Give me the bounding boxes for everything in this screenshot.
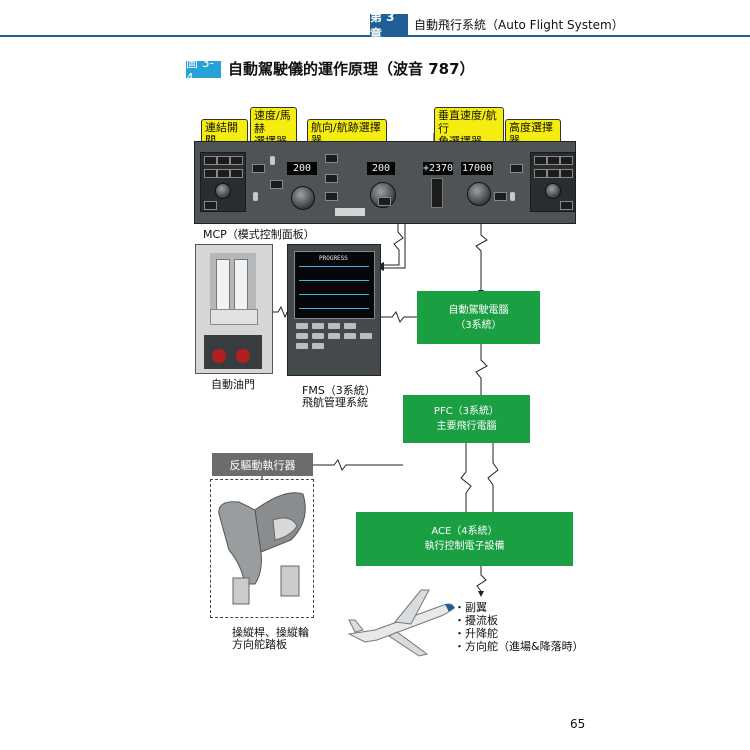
yoke-drawing xyxy=(218,492,306,605)
surface-item: ・方向舵（進場&降落時） xyxy=(454,640,584,653)
autopilot-computer-box: 自動駕駛電腦 （3系統） xyxy=(417,291,540,344)
figure-title: 自動駕駛儀的運作原理（波音 787） xyxy=(228,60,475,78)
fms-caption-2: 飛航管理系統 xyxy=(302,396,368,409)
surface-item: ・擾流板 xyxy=(454,614,498,627)
vs-display: +2370 xyxy=(422,162,454,175)
yoke-caption-1: 操縱桿、操縱輪 xyxy=(232,626,309,639)
mcp-panel: 200 200 +2370 17000 xyxy=(194,141,576,224)
backdrive-actuator-box: 反驅動執行器 xyxy=(212,453,313,476)
alt-hold-button xyxy=(494,192,507,201)
fms-caption-1: FMS（3系統） xyxy=(302,384,376,397)
ace-subtitle: 執行控制電子設備 xyxy=(424,541,505,552)
speed-knob xyxy=(291,186,315,210)
pfc-box: PFC（3系統） 主要飛行電腦 xyxy=(403,395,530,443)
ias-display: 200 xyxy=(287,162,317,175)
efis-right xyxy=(530,152,576,212)
clb-con-button xyxy=(270,180,283,189)
heading-display: 200 xyxy=(367,162,395,175)
flch-button xyxy=(325,192,338,201)
hdg-hold-button xyxy=(378,197,391,206)
at-arm-switch xyxy=(270,156,275,165)
ap-button-left xyxy=(252,164,265,173)
fms-screen: PROGRESS xyxy=(294,251,375,319)
altitude-knob xyxy=(467,182,491,206)
airplane-image xyxy=(347,589,455,657)
pfc-title: PFC（3系統） xyxy=(433,406,500,417)
ace-title: ACE（4系統） xyxy=(431,526,498,537)
yoke-caption-2: 方向舵踏板 xyxy=(232,638,287,651)
ap-button-right xyxy=(510,164,523,173)
lnav-button xyxy=(325,154,338,163)
ace-box: ACE（4系統） 執行控制電子設備 xyxy=(356,512,573,566)
altitude-display: 17000 xyxy=(461,162,493,175)
ap-disengage-bar xyxy=(335,208,365,216)
header-rule xyxy=(0,35,750,37)
vs-wheel xyxy=(431,178,443,208)
mcp-caption: MCP（模式控制面板） xyxy=(203,228,315,241)
control-surface-list: ・副翼 ・擾流板 ・升降舵 ・方向舵（進場&降落時） xyxy=(454,601,584,653)
yoke-pedals-image xyxy=(210,479,314,618)
pfc-subtitle: 主要飛行電腦 xyxy=(436,421,497,432)
fms-cdu-image: PROGRESS xyxy=(287,244,381,376)
surface-item: ・副翼 xyxy=(454,601,487,614)
fd-switch-left xyxy=(253,192,258,201)
autopilot-subtitle: （3系統） xyxy=(455,319,502,331)
autopilot-title: 自動駕駛電腦 xyxy=(448,304,509,316)
fd-switch-right xyxy=(510,192,515,201)
surface-item: ・升降舵 xyxy=(454,627,498,640)
vnav-button xyxy=(325,174,338,183)
throttle-caption: 自動油門 xyxy=(211,378,255,391)
page-number: 65 xyxy=(570,717,586,731)
chapter-title: 自動飛行系統（Auto Flight System） xyxy=(414,18,624,32)
efis-left xyxy=(200,152,246,212)
throttle-image xyxy=(195,244,273,374)
